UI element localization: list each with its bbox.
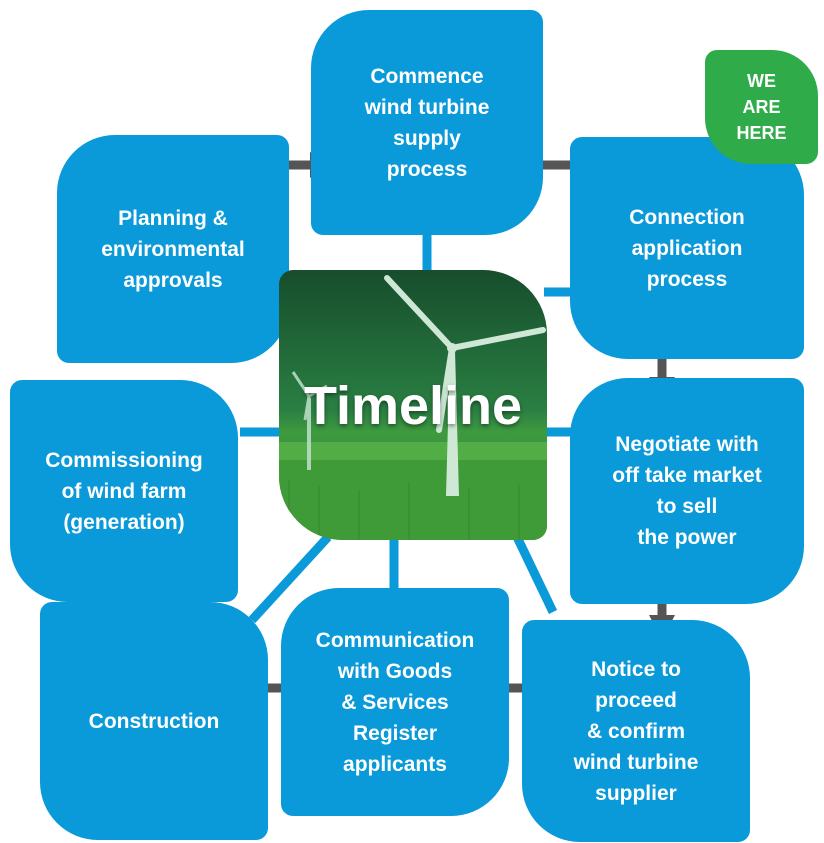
step-connection: Connection application process xyxy=(570,137,804,359)
step-notice: Notice to proceed & confirm wind turbine… xyxy=(522,620,750,842)
step-planning: Planning & environmental approvals xyxy=(57,135,289,363)
step-construction-label: Construction xyxy=(88,709,220,733)
step-notice-label: Notice to proceed & confirm wind turbine… xyxy=(573,657,699,805)
step-connection-label: Connection application process xyxy=(629,205,745,291)
we-are-here-label: WE ARE HERE xyxy=(736,71,787,143)
step-commissioning: Commissioning of wind farm (generation) xyxy=(10,380,238,602)
timeline-center: Timeline xyxy=(279,270,547,540)
step-supply: Commence wind turbine supply process xyxy=(311,10,543,235)
connector-construction xyxy=(248,533,332,624)
step-construction: Construction xyxy=(40,602,268,840)
step-commissioning-label: Commissioning of wind farm (generation) xyxy=(45,448,203,534)
step-communication-label: Communication with Goods & Services Regi… xyxy=(315,628,475,776)
step-negotiate: Negotiate with off take market to sell t… xyxy=(570,378,804,604)
step-planning-label: Planning & environmental approvals xyxy=(101,206,245,292)
step-negotiate-label: Negotiate with off take market to sell t… xyxy=(612,433,762,549)
step-supply-label: Commence wind turbine supply process xyxy=(364,64,490,181)
wind-turbine-icon xyxy=(279,275,547,540)
step-communication: Communication with Goods & Services Regi… xyxy=(281,588,509,816)
we-are-here-badge: WE ARE HERE xyxy=(705,50,818,164)
timeline-title: Timeline xyxy=(303,376,523,436)
